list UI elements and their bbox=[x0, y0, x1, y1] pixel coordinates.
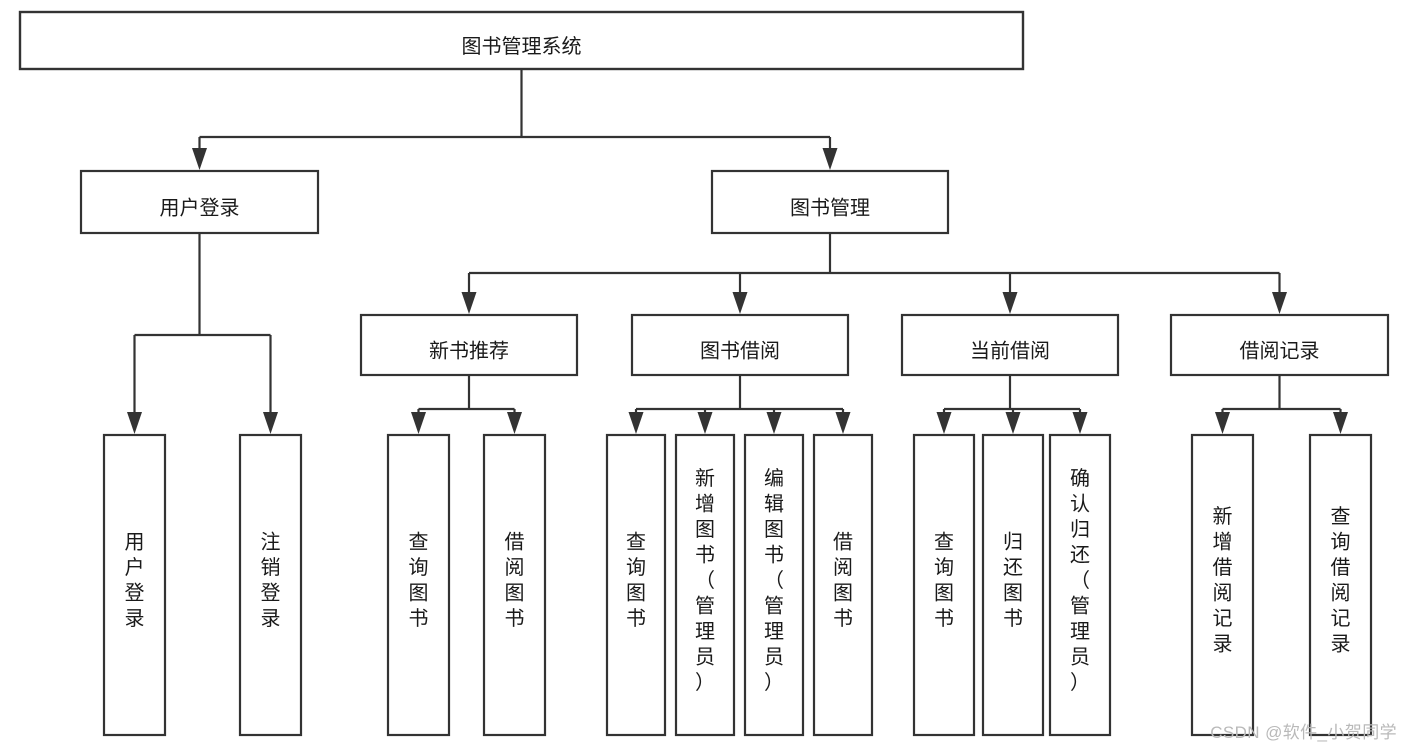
node-label: 用户登录 bbox=[160, 196, 240, 219]
node-root[interactable]: 图书管理系统 bbox=[18, 10, 1025, 71]
arrow-head-icon bbox=[1333, 412, 1348, 434]
arrow-head-icon bbox=[1272, 292, 1287, 314]
arrow-head-icon bbox=[697, 412, 713, 434]
node-label: 新增借阅记录 bbox=[1213, 505, 1233, 656]
node-s4[interactable]: 借阅记录 bbox=[1169, 313, 1390, 377]
arrow-head-icon bbox=[192, 148, 207, 170]
node-label: 借阅图书 bbox=[505, 531, 525, 631]
node-l12[interactable]: 新增借阅记录 bbox=[1190, 433, 1255, 737]
node-label: 图书管理系统 bbox=[462, 35, 582, 58]
node-label: 用户登录 bbox=[125, 532, 145, 631]
node-l10[interactable]: 归还图书 bbox=[981, 433, 1045, 737]
arrow-head-icon bbox=[835, 412, 851, 434]
node-s3[interactable]: 当前借阅 bbox=[900, 313, 1120, 377]
node-l9[interactable]: 查询图书 bbox=[912, 433, 976, 737]
arrow-head-icon bbox=[461, 292, 477, 314]
node-box[interactable] bbox=[981, 433, 1045, 737]
connector-group-root bbox=[192, 69, 838, 170]
node-l11[interactable]: 确认归还（管理员） bbox=[1048, 433, 1112, 737]
node-label: 当前借阅 bbox=[970, 339, 1050, 362]
node-l7[interactable]: 编辑图书（管理员） bbox=[743, 433, 805, 737]
node-l1[interactable]: 用户登录 bbox=[102, 433, 167, 737]
node-l2[interactable]: 注销登录 bbox=[238, 433, 303, 737]
node-box[interactable] bbox=[630, 313, 850, 377]
node-box[interactable] bbox=[386, 433, 451, 737]
node-box[interactable] bbox=[79, 169, 320, 235]
connector-group-m1 bbox=[127, 233, 278, 434]
arrow-head-icon bbox=[628, 412, 644, 434]
node-label: 查询图书 bbox=[934, 531, 954, 631]
node-l4[interactable]: 借阅图书 bbox=[482, 433, 547, 737]
node-s1[interactable]: 新书推荐 bbox=[359, 313, 579, 377]
arrow-head-icon bbox=[1072, 412, 1088, 434]
node-s2[interactable]: 图书借阅 bbox=[630, 313, 850, 377]
arrow-head-icon bbox=[936, 412, 952, 434]
arrow-head-icon bbox=[507, 412, 522, 434]
node-label: 借阅记录 bbox=[1240, 339, 1320, 362]
connector-layer bbox=[127, 69, 1348, 434]
node-box[interactable] bbox=[102, 433, 167, 737]
node-box[interactable] bbox=[1048, 433, 1112, 737]
node-layer: 图书管理系统用户登录图书管理新书推荐图书借阅当前借阅借阅记录用户登录注销登录查询… bbox=[18, 10, 1390, 737]
node-l13[interactable]: 查询借阅记录 bbox=[1308, 433, 1373, 737]
arrow-head-icon bbox=[766, 412, 782, 434]
node-label: 图书借阅 bbox=[700, 339, 780, 362]
node-box[interactable] bbox=[238, 433, 303, 737]
node-box[interactable] bbox=[710, 169, 950, 235]
node-label: 编辑图书（管理员） bbox=[764, 467, 784, 694]
node-box[interactable] bbox=[359, 313, 579, 377]
node-box[interactable] bbox=[900, 313, 1120, 377]
node-label: 新书推荐 bbox=[429, 339, 509, 362]
arrow-head-icon bbox=[411, 412, 426, 434]
arrow-head-icon bbox=[127, 412, 142, 434]
node-box[interactable] bbox=[18, 10, 1025, 71]
arrow-head-icon bbox=[263, 412, 278, 434]
node-label: 新增图书（管理员） bbox=[695, 467, 715, 694]
arrow-head-icon bbox=[1005, 412, 1021, 434]
node-label: 查询借阅记录 bbox=[1331, 505, 1351, 656]
arrow-head-icon bbox=[1002, 292, 1018, 314]
node-l8[interactable]: 借阅图书 bbox=[812, 433, 874, 737]
node-label: 注销登录 bbox=[261, 531, 281, 631]
node-l6[interactable]: 新增图书（管理员） bbox=[674, 433, 736, 737]
node-box[interactable] bbox=[812, 433, 874, 737]
node-box[interactable] bbox=[1190, 433, 1255, 737]
node-box[interactable] bbox=[1308, 433, 1373, 737]
node-m2[interactable]: 图书管理 bbox=[710, 169, 950, 235]
arrow-head-icon bbox=[732, 292, 748, 314]
node-box[interactable] bbox=[912, 433, 976, 737]
node-box[interactable] bbox=[1169, 313, 1390, 377]
node-label: 借阅图书 bbox=[833, 531, 853, 631]
connector-group-s4 bbox=[1215, 375, 1348, 434]
arrow-head-icon bbox=[822, 148, 838, 170]
arrow-head-icon bbox=[1215, 412, 1230, 434]
connector-group-s2 bbox=[628, 375, 851, 434]
node-label: 归还图书 bbox=[1003, 531, 1023, 631]
node-box[interactable] bbox=[743, 433, 805, 737]
node-box[interactable] bbox=[605, 433, 667, 737]
connector-group-s3 bbox=[936, 375, 1088, 434]
node-m1[interactable]: 用户登录 bbox=[79, 169, 320, 235]
node-box[interactable] bbox=[674, 433, 736, 737]
node-l5[interactable]: 查询图书 bbox=[605, 433, 667, 737]
node-l3[interactable]: 查询图书 bbox=[386, 433, 451, 737]
connector-group-m2 bbox=[461, 233, 1287, 314]
connector-group-s1 bbox=[411, 375, 522, 434]
node-label: 查询图书 bbox=[409, 531, 429, 631]
node-box[interactable] bbox=[482, 433, 547, 737]
node-label: 确认归还（管理员） bbox=[1070, 467, 1090, 694]
node-label: 图书管理 bbox=[790, 196, 870, 219]
node-label: 查询图书 bbox=[626, 531, 646, 631]
